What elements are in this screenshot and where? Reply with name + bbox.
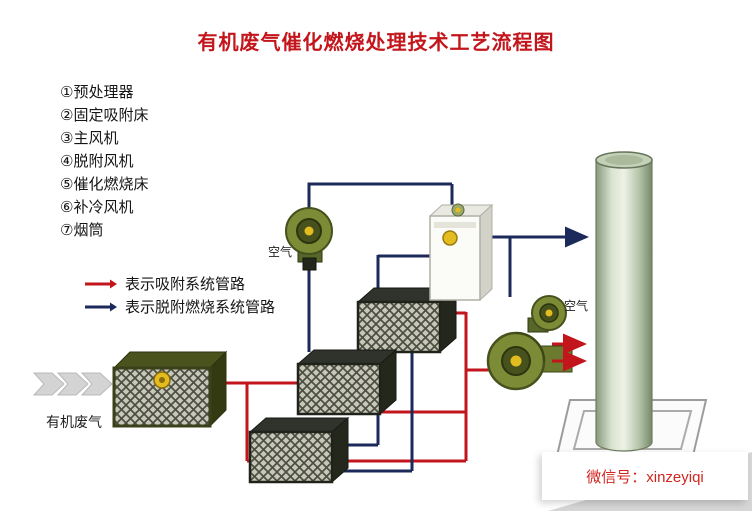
chimney-body <box>595 159 653 452</box>
air-label-cooling-fan: 空气 <box>564 299 589 313</box>
bed-top <box>296 349 398 365</box>
preprocessor-top <box>112 351 228 369</box>
combustion-front <box>429 215 481 301</box>
combustion-front-slot <box>434 222 476 228</box>
legend-item-cooling-fan: ⑥补冷风机 <box>60 199 134 216</box>
legend-item-chimney: ⑦烟筒 <box>60 222 104 239</box>
inlet-arrow-icon <box>80 372 113 396</box>
preprocessor <box>112 350 228 428</box>
inlet-arrow-icon <box>56 372 89 396</box>
pipe-legend-adsorption: 表示吸附系统管路 <box>84 272 275 295</box>
pipe-legend-desorption-label: 表示脱附燃烧系统管路 <box>125 299 276 316</box>
pipe-legend: 表示吸附系统管路 表示脱附燃烧系统管路 <box>84 272 275 318</box>
fan-hub <box>545 309 553 317</box>
navy-arrow-icon <box>85 302 117 311</box>
watermark-box: 微信号：xinzeyiqi <box>542 452 748 500</box>
combustion-vent-hub <box>455 207 461 213</box>
legend-item-desorption-fan: ④脱附风机 <box>60 153 134 170</box>
combustion-emblem <box>442 230 458 246</box>
equipment-legend: ①预处理器 ②固定吸附床 ③主风机 ④脱附风机 ⑤催化燃烧床 ⑥补冷风机 ⑦烟筒 <box>60 81 148 242</box>
preprocessor-emblem-dot <box>159 377 165 383</box>
bed-front <box>356 300 442 354</box>
adsorption-bed-2 <box>296 348 398 416</box>
inlet-arrows <box>32 372 113 396</box>
diagram-title: 有机废气催化燃烧处理技术工艺流程图 <box>197 32 555 54</box>
pipe-legend-desorption: 表示脱附燃烧系统管路 <box>84 295 275 318</box>
bed-front <box>296 362 382 416</box>
air-label-top-fan: 空气 <box>268 245 293 259</box>
red-arrow-icon <box>85 279 117 288</box>
combustion-side <box>479 203 493 302</box>
catalytic-combustion-bed <box>428 203 494 302</box>
inlet-arrow-icon <box>32 372 65 396</box>
fan-scroll <box>515 332 545 362</box>
bed-top <box>248 417 350 433</box>
legend-item-adsorption-bed: ②固定吸附床 <box>60 107 149 124</box>
pipe-legend-adsorption-label: 表示吸附系统管路 <box>125 276 246 293</box>
fan-hub <box>304 226 314 236</box>
fan-duct <box>302 257 317 271</box>
chimney-top-opening <box>605 155 643 165</box>
chimney-base-inner <box>572 410 693 450</box>
legend-item-combustion-bed: ⑤催化燃烧床 <box>60 176 149 193</box>
watermark-text: 微信号：xinzeyiqi <box>586 468 704 486</box>
adsorption-bed-3 <box>248 416 350 484</box>
bed-front <box>248 430 334 484</box>
cooling-fan <box>527 295 567 333</box>
adsorption-pipes-front <box>552 333 587 372</box>
fan-hub <box>510 355 522 367</box>
waste-gas-inlet-label: 有机废气 <box>46 414 102 430</box>
desorption-fan <box>285 207 333 271</box>
legend-item-main-fan: ③主风机 <box>60 130 119 147</box>
legend-item-preprocessor: ①预处理器 <box>60 84 134 101</box>
chimney <box>595 151 653 452</box>
